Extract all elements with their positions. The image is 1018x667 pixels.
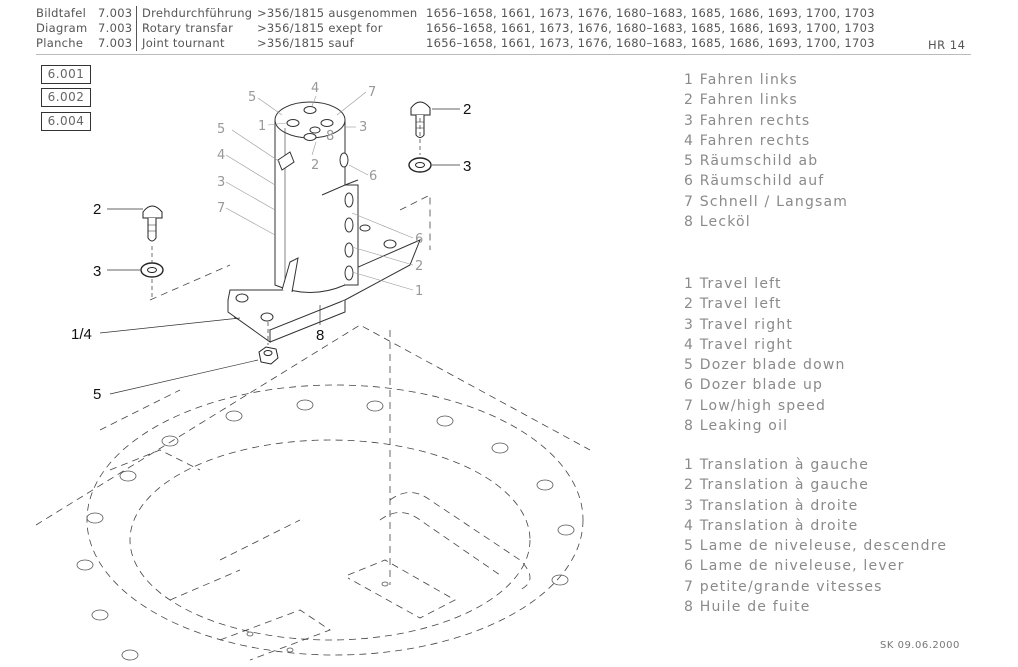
callout-leak-oil: 8 <box>316 327 324 344</box>
header-range-fr: >356/1815 sauf <box>257 36 354 50</box>
base-ring-inner <box>129 439 531 641</box>
legend-de-item: 8 Lecköl <box>684 214 751 231</box>
port-label-7-left: 7 <box>217 201 225 216</box>
bolt-right <box>410 101 431 138</box>
legend-de-item: 2 Fahren links <box>684 92 798 109</box>
header-divider <box>136 6 137 51</box>
legend-en-item: 8 Leaking oil <box>684 418 789 435</box>
port-label-2-top: 2 <box>311 158 319 173</box>
header-range-en: >356/1815 exept for <box>257 21 383 35</box>
nut <box>258 346 279 365</box>
ref-box-6001[interactable]: 6.001 <box>41 65 91 84</box>
legend-en-item: 7 Low/high speed <box>684 397 827 414</box>
header-doc-en: Diagram <box>36 21 88 35</box>
header-num-fr: 7.003 <box>98 36 133 50</box>
base-ring-outer <box>86 384 584 656</box>
port-label-4: 4 <box>311 81 319 96</box>
washer-left <box>140 262 164 278</box>
rotary-joint <box>227 101 421 343</box>
legend-de-item: 4 Fahren rechts <box>684 132 811 149</box>
port-label-4-left: 4 <box>217 148 225 163</box>
legend-de-item: 7 Schnell / Langsam <box>684 193 849 210</box>
bolt-left <box>142 205 163 242</box>
header-models-de: 1656–1658, 1661, 1673, 1676, 1680–1683, … <box>426 6 875 20</box>
header-rule <box>36 54 971 55</box>
legend-french: 1 Translation à gauche 2 Translation à g… <box>684 455 947 617</box>
base-frame-edge <box>35 324 591 526</box>
legend-en-item: 3 Travel right <box>684 316 794 333</box>
header-title-en: Rotary transfar <box>142 21 234 35</box>
washer-right <box>408 157 432 173</box>
port-label-2-right: 2 <box>415 259 423 274</box>
page-code: HR 14 <box>928 38 966 52</box>
legend-de-item: 1 Fahren links <box>684 72 798 88</box>
port-label-1-top: 1 <box>258 119 266 134</box>
legend-de-item: 3 Fahren rechts <box>684 112 811 129</box>
port-label-3-left: 3 <box>217 175 225 190</box>
legend-german: 1 Fahren links 2 Fahren links 3 Fahren r… <box>684 70 848 232</box>
callout-bolt-left: 2 <box>93 201 101 218</box>
legend-fr-item: 4 Translation à droite <box>684 517 859 534</box>
header-title-fr: Joint tournant <box>142 36 225 50</box>
port-label-6-right: 6 <box>415 232 423 247</box>
leader-lines <box>99 108 460 395</box>
port-label-6-side: 6 <box>369 169 377 184</box>
legend-en-item: 6 Dozer blade up <box>684 377 824 394</box>
legend-de-item: 6 Räumschild auf <box>684 173 825 190</box>
callout-nut: 5 <box>93 386 101 403</box>
header-doc-fr: Planche <box>36 36 84 50</box>
port-label-7-top: 7 <box>368 85 376 100</box>
callout-flange: 1/4 <box>71 326 92 343</box>
date-stamp: SK 09.06.2000 <box>880 640 960 651</box>
port-label-1-right: 1 <box>415 284 423 299</box>
legend-fr-item: 1 Translation à gauche <box>684 457 870 473</box>
header-range-de: >356/1815 ausgenommen <box>257 6 418 20</box>
header-num-de: 7.003 <box>98 6 133 20</box>
header-models-en: 1656–1658, 1661, 1673, 1676, 1680–1683, … <box>426 21 875 35</box>
port-label-3-top: 3 <box>359 120 367 135</box>
legend-en-item: 1 Travel left <box>684 276 782 292</box>
legend-de-item: 5 Räumschild ab <box>684 153 819 170</box>
legend-english: 1 Travel left 2 Travel left 3 Travel rig… <box>684 274 846 436</box>
callout-bolt-right: 2 <box>463 101 471 118</box>
legend-en-item: 5 Dozer blade down <box>684 357 846 374</box>
legend-fr-item: 6 Lame de niveleuse, lever <box>684 558 905 575</box>
callout-washer-right: 3 <box>463 158 471 175</box>
callout-washer-left: 3 <box>93 263 101 280</box>
legend-en-item: 4 Travel right <box>684 336 794 353</box>
legend-en-item: 2 Travel left <box>684 296 782 313</box>
legend-fr-item: 2 Translation à gauche <box>684 477 870 494</box>
legend-fr-item: 8 Huile de fuite <box>684 599 811 616</box>
header-num-en: 7.003 <box>98 21 133 35</box>
port-label-8-top: 8 <box>326 129 334 144</box>
port-leaders <box>225 91 414 291</box>
header-models-fr: 1656–1658, 1661, 1673, 1676, 1680–1683, … <box>426 36 875 50</box>
ref-box-6002[interactable]: 6.002 <box>41 88 91 107</box>
ref-box-6004[interactable]: 6.004 <box>41 112 91 131</box>
header-doc-de: Bildtafel <box>36 6 87 20</box>
legend-fr-item: 5 Lame de niveleuse, descendre <box>684 538 948 555</box>
legend-fr-item: 7 petite/grande vitesses <box>684 578 883 595</box>
port-label-5-left: 5 <box>217 122 225 137</box>
port-label-5-top: 5 <box>248 90 256 105</box>
legend-fr-item: 3 Translation à droite <box>684 497 859 514</box>
header-title-de: Drehdurchführung <box>142 6 253 20</box>
